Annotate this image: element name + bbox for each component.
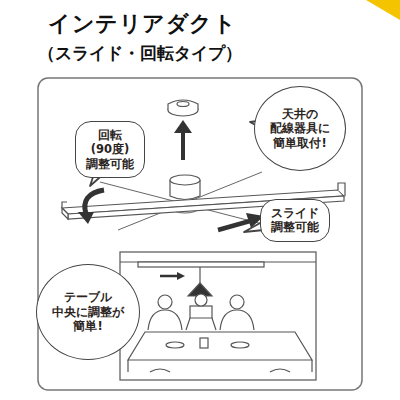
rotate-arrow-part bbox=[85, 190, 104, 214]
table-scene-part bbox=[220, 310, 254, 330]
rotate-arrow-part bbox=[78, 212, 94, 224]
duct-rail-part bbox=[338, 183, 345, 196]
up-arrow-part bbox=[174, 120, 192, 133]
callout-bubble: テーブル 中央に調整が 簡単! bbox=[36, 264, 140, 360]
table-scene-part bbox=[160, 275, 178, 278]
ceiling-fitting bbox=[168, 100, 198, 116]
table-scene-part bbox=[186, 318, 216, 330]
callout-text: 回転(90度) 調整可能 bbox=[86, 128, 134, 171]
up-arrow bbox=[174, 120, 192, 160]
callout-bubble: 回転(90度) 調整可能 bbox=[75, 121, 145, 178]
ceiling-fitting-part bbox=[168, 100, 198, 110]
table-scene-part bbox=[158, 295, 172, 309]
duct-mount-part bbox=[170, 175, 200, 185]
subtitle-label: （スライド・回転タイプ） bbox=[38, 42, 242, 65]
duct-rail-part bbox=[62, 208, 68, 219]
table-scene-part bbox=[199, 267, 200, 284]
table-scene-part bbox=[166, 342, 184, 348]
rotate-arrow bbox=[78, 190, 104, 224]
corner-tab bbox=[366, 0, 400, 20]
table-scene-part bbox=[195, 294, 207, 306]
table-scene-part bbox=[311, 360, 312, 372]
table-scene-part bbox=[148, 310, 182, 330]
table-scene-part bbox=[127, 360, 128, 372]
table-scene-part bbox=[200, 338, 208, 348]
callout-bubble: スライド 調整可能 bbox=[260, 199, 330, 242]
table-scene-part bbox=[128, 332, 312, 360]
up-arrow-part bbox=[181, 130, 185, 160]
table-scene-part bbox=[177, 272, 185, 280]
table-scene-part bbox=[138, 262, 264, 267]
callout-text: テーブル 中央に調整が 簡単! bbox=[52, 290, 124, 333]
slide-arrow-part bbox=[218, 221, 250, 230]
table-scene bbox=[120, 252, 316, 380]
table-scene-part bbox=[231, 342, 249, 348]
diagram-title: インテリアダクト bbox=[48, 9, 236, 39]
duct-mount bbox=[170, 175, 200, 200]
table-scene-part bbox=[270, 369, 290, 372]
table-scene-part bbox=[150, 369, 170, 372]
table-scene-part bbox=[230, 295, 244, 309]
callout-text: 天井の 配線器具に 簡単取付! bbox=[270, 107, 330, 150]
table-scene-part bbox=[120, 252, 316, 380]
callout-text: スライド 調整可能 bbox=[271, 206, 319, 235]
callout-bubble: 天井の 配線器具に 簡単取付! bbox=[254, 86, 346, 171]
duct-rail-part bbox=[62, 202, 67, 208]
ceiling-fitting-part bbox=[177, 102, 189, 107]
